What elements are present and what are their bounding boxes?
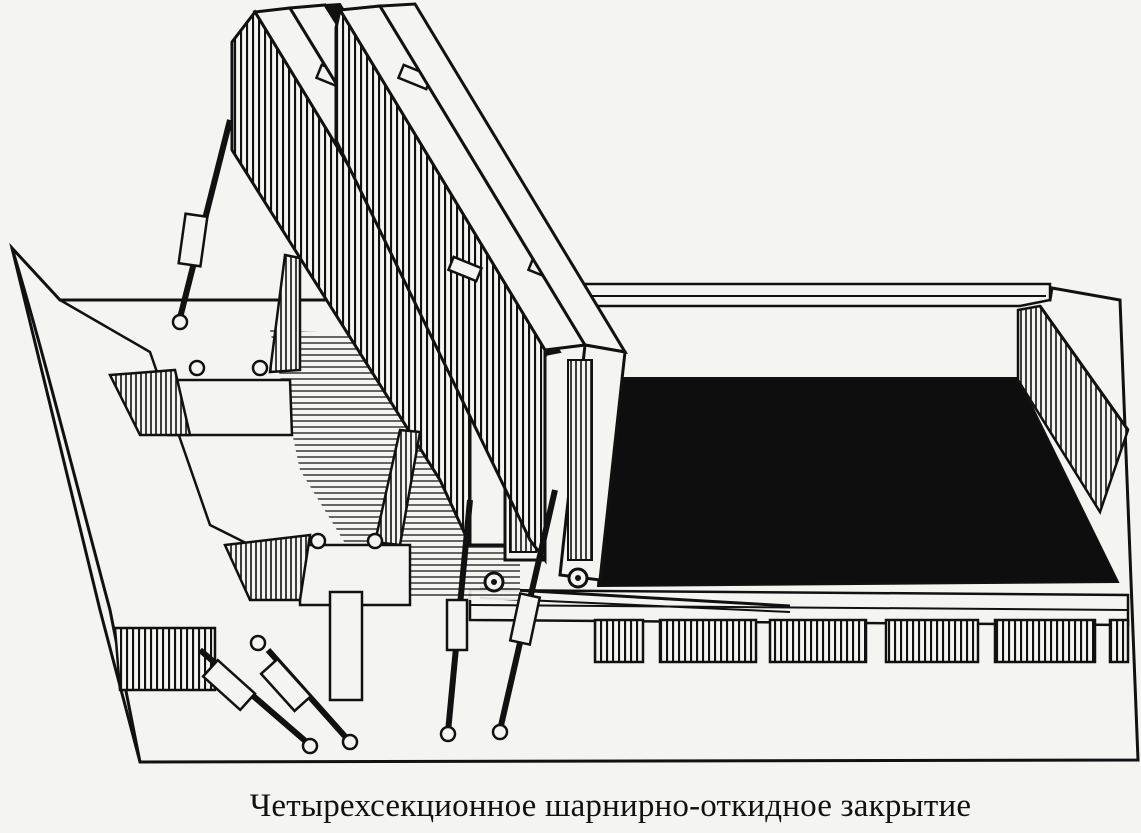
coaming-front bbox=[468, 588, 1130, 664]
hinge-rollers bbox=[483, 567, 589, 593]
coaming-side-panel bbox=[1016, 304, 1130, 515]
hatch-panel-3 bbox=[334, 4, 588, 565]
pivot-points bbox=[188, 359, 384, 652]
hatch-coaming bbox=[583, 282, 1052, 308]
hatch-panel-4 bbox=[377, 2, 628, 582]
figure-caption: Четырехсекционное шарнирно-откидное закр… bbox=[249, 788, 972, 824]
support-brackets bbox=[108, 253, 422, 702]
hatch-cover-illustration bbox=[9, 2, 1140, 764]
hydraulic-cylinders bbox=[171, 119, 558, 755]
